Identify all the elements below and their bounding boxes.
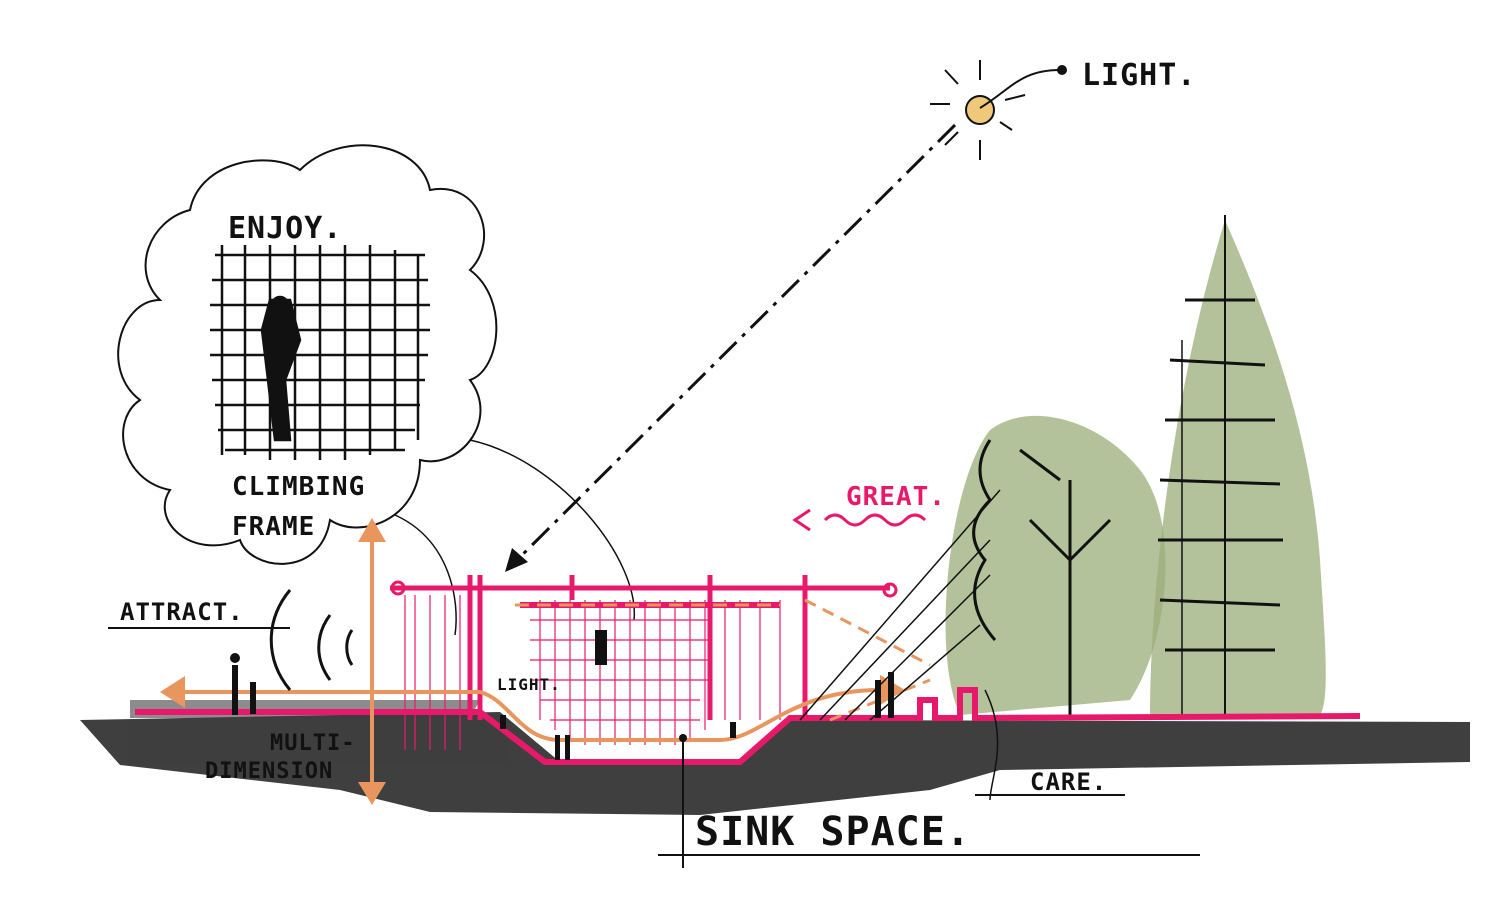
climbing-net-icon [210,245,430,460]
sun-ray [510,123,957,567]
arrow-up-icon [358,518,386,542]
sun-ray-arrowhead [505,548,528,572]
trees [945,215,1326,715]
attract-waves [269,589,354,691]
people-figures [230,630,894,760]
label-climbing: CLIMBING [232,472,365,502]
label-light-top: LIGHT. [1082,58,1196,93]
label-multi: MULTI- [270,731,355,756]
sun-icon [930,60,1067,160]
thought-cloud [117,144,498,565]
label-enjoy: ENJOY. [228,211,342,246]
leader-line [469,439,635,621]
label-attract: ATTRACT. [120,598,244,626]
label-sink-space: SINK SPACE. [695,809,971,855]
label-frame: FRAME [232,512,315,542]
label-great: GREAT. [846,482,946,512]
arrow-left-icon [160,676,185,708]
care-leader [984,689,999,801]
label-dimension: DIMENSION [205,759,333,784]
great-arrow [792,508,927,532]
label-light-small: LIGHT. [497,675,561,694]
arrow-down-icon [358,782,386,805]
leader-line [394,514,457,636]
multi-dimension-arrows [170,530,931,795]
label-care: CARE. [1030,768,1107,796]
